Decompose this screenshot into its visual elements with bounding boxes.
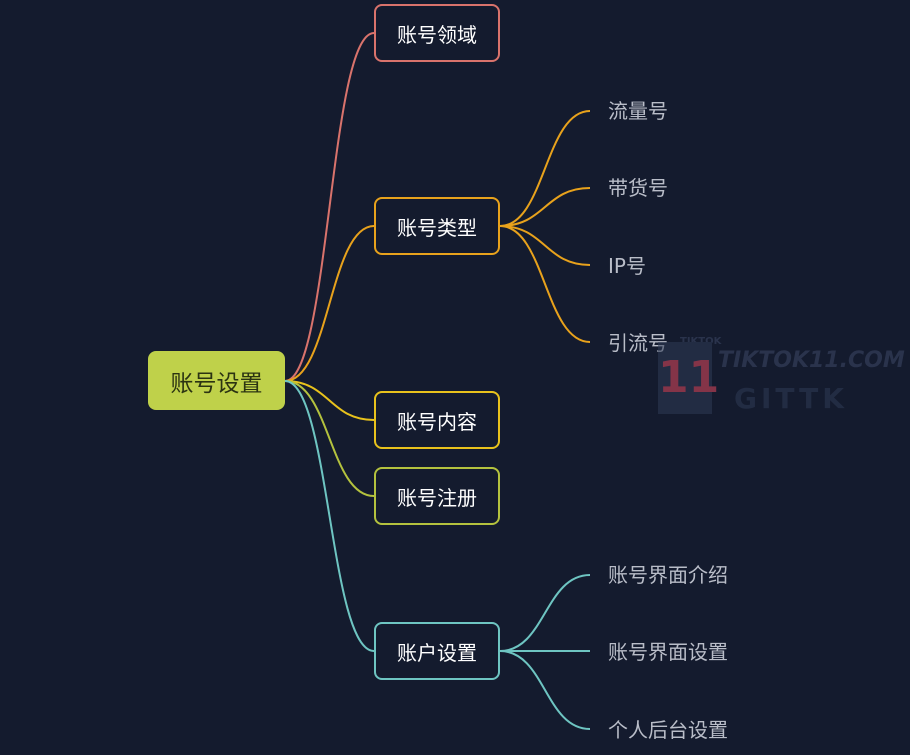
watermark-brand: TIKTOK11.COM bbox=[718, 348, 905, 373]
branch-node-account-domain[interactable]: 账号领域 bbox=[374, 4, 500, 62]
leaf-node-interface-intro[interactable]: 账号界面介绍 bbox=[608, 563, 728, 587]
root-to-branch-connector bbox=[284, 380, 375, 421]
root-to-branch-connector bbox=[284, 380, 375, 652]
leaf-node-interface-settings[interactable]: 账号界面设置 bbox=[608, 640, 728, 664]
branch-node-account-register[interactable]: 账号注册 bbox=[374, 467, 500, 525]
branch-node-label: 账号内容 bbox=[397, 409, 477, 434]
root-node[interactable]: 账号设置 bbox=[148, 351, 285, 410]
watermark-subtext: GITTK bbox=[734, 382, 848, 415]
branch-node-label: 账号领域 bbox=[397, 22, 477, 47]
type-to-leaf-connector bbox=[499, 110, 591, 227]
branch-node-account-settings[interactable]: 账户设置 bbox=[374, 622, 500, 680]
root-to-branch-connector bbox=[284, 225, 375, 382]
branch-node-label: 账号类型 bbox=[397, 215, 477, 240]
root-to-branch-connector bbox=[284, 32, 375, 382]
branch-node-account-type[interactable]: 账号类型 bbox=[374, 197, 500, 255]
watermark-logo: TIKTOK 11 TIKTOK11.COM GITTK bbox=[658, 336, 905, 418]
branch-node-label: 账户设置 bbox=[397, 640, 477, 665]
leaf-node-backend-settings[interactable]: 个人后台设置 bbox=[608, 718, 728, 742]
type-to-leaf-connector bbox=[499, 225, 591, 266]
branch-node-account-content[interactable]: 账号内容 bbox=[374, 391, 500, 449]
settings-to-leaf-connector bbox=[499, 574, 591, 652]
watermark-small-text: TIKTOK bbox=[680, 336, 721, 347]
root-to-branch-connector bbox=[284, 380, 375, 497]
watermark-number: 11 bbox=[658, 342, 719, 414]
type-to-leaf-connector bbox=[499, 225, 591, 343]
leaf-node-ip[interactable]: IP号 bbox=[608, 254, 646, 278]
settings-to-leaf-connector bbox=[499, 650, 591, 730]
leaf-node-traffic[interactable]: 流量号 bbox=[608, 99, 668, 123]
type-to-leaf-connector bbox=[499, 187, 591, 227]
root-node-label: 账号设置 bbox=[170, 370, 263, 397]
branch-node-label: 账号注册 bbox=[397, 485, 477, 510]
leaf-node-sales[interactable]: 带货号 bbox=[608, 176, 668, 200]
